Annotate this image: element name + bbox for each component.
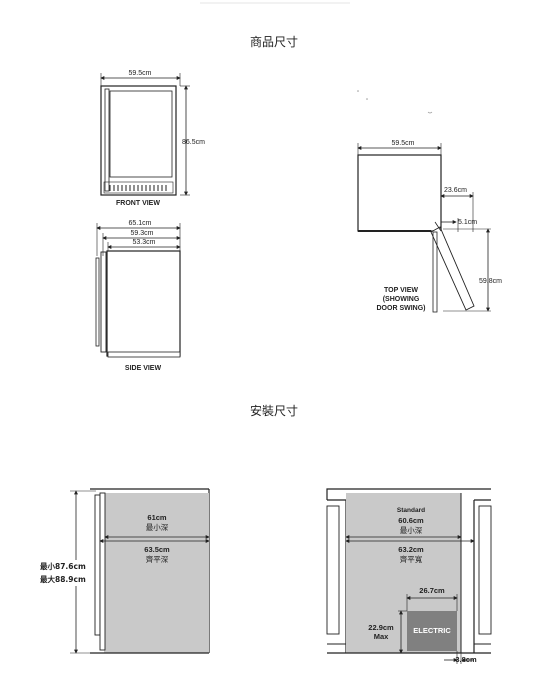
side-depth-mid: 59.3cm (131, 230, 154, 237)
install-flush-depth: 63.5cm (144, 545, 170, 554)
top-view-title-3: DOOR SWING) (377, 305, 426, 312)
electric-width: 26.7cm (419, 586, 445, 595)
install-std-width-cn: 最小深 (400, 526, 423, 535)
top-view-title-1: TOP VIEW (384, 287, 418, 294)
top-view: 59.5cm 23.6cm 5.1cm 59.8cm TOP VIEW (SHO… (357, 90, 502, 313)
electric-height: 22.9cm (368, 623, 394, 632)
top-swing-offset: 23.6cm (444, 187, 467, 194)
side-view-title: SIDE VIEW (125, 365, 162, 372)
front-view: 59.5cm 86.5cm FRONT VIEW (100, 70, 205, 207)
product-section-title: 商品尺寸 (250, 34, 298, 49)
side-depth-total: 65.1cm (129, 220, 152, 227)
install-min-height: 最小87.6cm (40, 561, 86, 571)
install-flush-width-cn: 齊平寬 (400, 554, 423, 564)
top-swing-depth: 59.8cm (479, 278, 502, 285)
install-min-depth: 61cm (147, 513, 167, 522)
top-hinge-gap: 5.1cm (458, 219, 477, 226)
install-front-view: Standard 60.6cm 最小深 63.2cm 齊平寬 ELECTRIC … (326, 488, 492, 664)
electric-label: ELECTRIC (413, 626, 451, 635)
install-flush-depth-cn: 齊平深 (146, 554, 169, 564)
install-std-width: 60.6cm (398, 516, 424, 525)
install-standard: Standard (397, 507, 425, 514)
install-section-title: 安裝尺寸 (250, 403, 298, 418)
electric-box (407, 611, 457, 651)
install-flush-width: 63.2cm (398, 545, 424, 554)
install-min-depth-cn: 最小深 (146, 523, 169, 532)
install-max-height: 最大88.9cm (40, 574, 86, 584)
side-view: 65.1cm 59.3cm 53.3cm SIDE VIEW (95, 220, 181, 372)
top-width-label: 59.5cm (392, 140, 415, 147)
side-depth-body: 53.3cm (133, 239, 156, 246)
front-view-title: FRONT VIEW (116, 200, 160, 207)
install-side-view: 61cm 最小深 63.5cm 齊平深 最小87.6cm 最大88.9cm (40, 488, 210, 654)
top-view-title-2: (SHOWING (383, 296, 420, 303)
electric-offset: 3.8cm (455, 655, 477, 664)
front-height-label: 86.5cm (182, 139, 205, 146)
electric-max: Max (374, 632, 389, 641)
front-width-label: 59.5cm (129, 70, 152, 77)
